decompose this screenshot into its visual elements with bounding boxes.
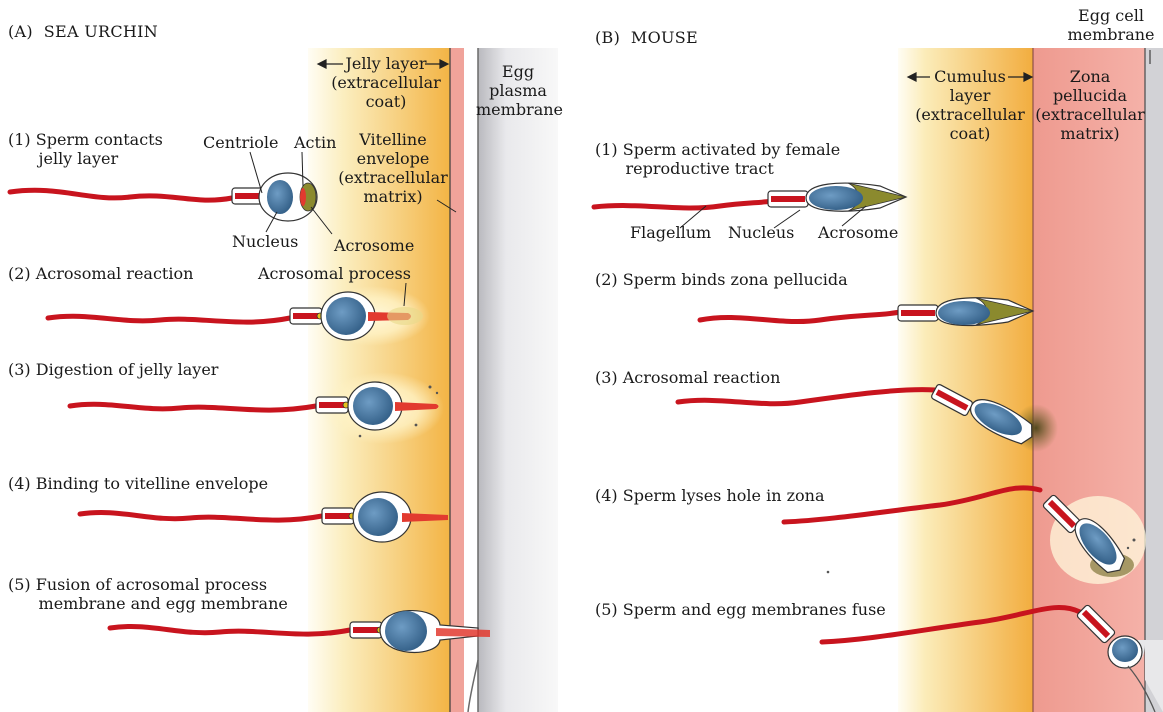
mouse-step-3: (3) Acrosomal reaction — [595, 368, 780, 387]
mouse-step-4: (4) Sperm lyses hole in zona — [595, 486, 824, 505]
panel-a-title: (A) SEA URCHIN — [8, 22, 158, 41]
mouse-sperm-2 — [700, 298, 1033, 326]
mouse-step-2: (2) Sperm binds zona pellucida — [595, 270, 848, 289]
egg-cytoplasm-region — [478, 48, 558, 712]
cumulus-layer-region — [898, 48, 1033, 712]
urchin-sperm-4 — [80, 492, 448, 542]
urchin-sperm-1 — [10, 173, 317, 221]
mouse-step-5: (5) Sperm and egg membranes fuse — [595, 600, 886, 619]
egg-plasma-membrane-label: Egg plasma membrane — [476, 62, 560, 119]
nucleus-label-b: Nucleus — [728, 223, 794, 242]
vitelline-envelope-region — [450, 48, 464, 712]
zona-pellucida-label: Zona pellucida (extracellular matrix) — [1034, 67, 1146, 143]
mouse-sperm-1 — [594, 183, 906, 211]
jelly-layer-label: Jelly layer (extracellular coat) — [330, 54, 442, 111]
flagellum-label: Flagellum — [630, 223, 711, 242]
mouse-step-1: (1) Sperm activated by female reproducti… — [595, 140, 840, 178]
urchin-step-5: (5) Fusion of acrosomal process membrane… — [8, 575, 288, 613]
acrosomal-process-label: Acrosomal process — [258, 264, 411, 283]
egg-cell-membrane-label: Egg cell membrane — [1066, 6, 1156, 44]
centriole-label: Centriole — [203, 133, 278, 152]
urchin-sperm-3 — [70, 372, 444, 444]
actin-label: Actin — [294, 133, 336, 152]
panel-b-title: (B) MOUSE — [595, 28, 698, 47]
urchin-sperm-2 — [48, 286, 430, 346]
acrosome-label-b: Acrosome — [818, 223, 898, 242]
urchin-step-4: (4) Binding to vitelline envelope — [8, 474, 268, 493]
urchin-step-1: (1) Sperm contacts jelly layer — [8, 130, 163, 168]
nucleus-label-a: Nucleus — [232, 232, 298, 251]
urchin-step-3: (3) Digestion of jelly layer — [8, 360, 218, 379]
urchin-step-2: (2) Acrosomal reaction — [8, 264, 193, 283]
cumulus-layer-label: Cumulus layer (extracellular coat) — [910, 67, 1030, 143]
acrosome-label-a: Acrosome — [334, 236, 414, 255]
vitelline-envelope-label: Vitelline envelope (extracellular matrix… — [338, 130, 448, 206]
egg-cell-region — [1145, 48, 1163, 712]
